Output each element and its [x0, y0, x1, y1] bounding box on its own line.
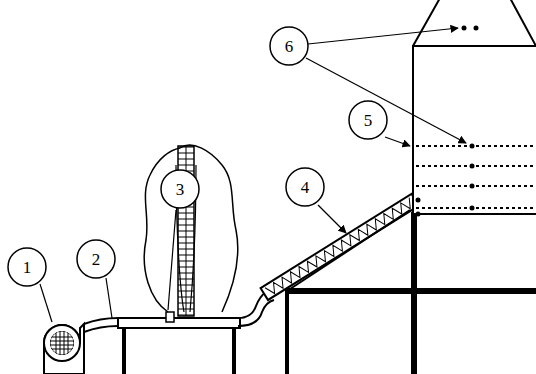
callout-number: 3 [176, 181, 185, 198]
screw-flight [265, 198, 414, 297]
callout-number: 4 [301, 179, 310, 196]
callout-circle: 6 [269, 26, 309, 66]
callout-number: 1 [23, 259, 32, 276]
callout-number: 6 [285, 38, 294, 55]
callout-circle: 5 [348, 100, 388, 140]
screw-conveyor [261, 194, 419, 300]
plenum-box [118, 312, 240, 374]
callout-circle: 3 [160, 169, 200, 209]
air-duct [84, 318, 118, 332]
dryer-tower [413, 0, 536, 214]
leader-lines [40, 28, 466, 322]
support-frame [285, 210, 536, 374]
callout-circle: 2 [76, 239, 116, 279]
fan [44, 324, 84, 374]
callout-number: 2 [92, 251, 101, 268]
callout-circle: 1 [7, 247, 47, 287]
callout-circle: 4 [285, 167, 325, 207]
callout-number: 5 [364, 112, 373, 129]
plant-with-column [144, 145, 238, 316]
